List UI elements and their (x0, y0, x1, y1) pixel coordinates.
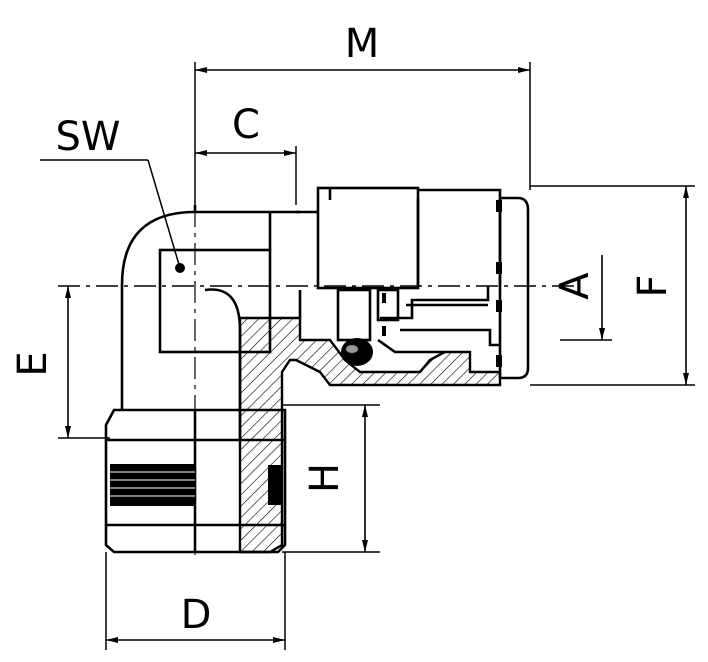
label-d: D (181, 592, 212, 638)
thread-section (268, 465, 282, 505)
section-hatch (238, 316, 502, 554)
sw-reference-dot (175, 263, 185, 273)
label-a: A (552, 272, 598, 300)
label-c: C (232, 102, 260, 148)
thread-band (110, 465, 195, 505)
o-ring (341, 338, 373, 366)
cartridge-details (382, 200, 502, 367)
label-sw: SW (56, 114, 121, 160)
dimension-lines (65, 67, 689, 643)
label-m: M (345, 21, 380, 67)
thread-lines (110, 471, 195, 497)
label-h: H (302, 463, 348, 493)
hex-flat (158, 248, 272, 354)
push-in-cartridge (298, 186, 530, 380)
label-e: E (10, 351, 56, 376)
label-f: F (630, 274, 676, 297)
